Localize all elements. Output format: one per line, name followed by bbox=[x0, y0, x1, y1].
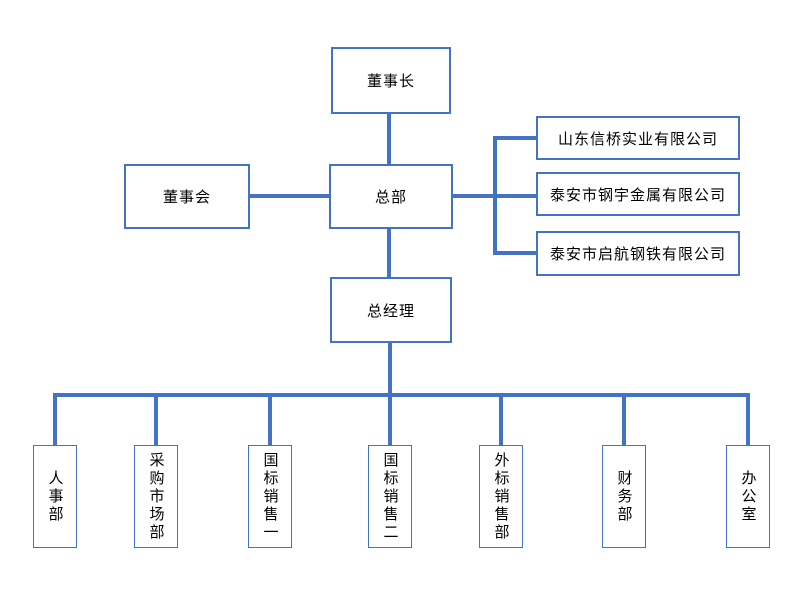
connector-departments-rail bbox=[53, 393, 750, 397]
node-dept-export-sales: 外标销售部 bbox=[479, 445, 523, 548]
node-subsidiary-2-label: 泰安市钢宇金属有限公司 bbox=[549, 186, 726, 204]
node-subsidiary-1: 山东信桥实业有限公司 bbox=[536, 116, 740, 160]
node-subsidiary-2: 泰安市钢宇金属有限公司 bbox=[536, 172, 740, 216]
node-dept-gb-sales-1: 国标销售一 bbox=[248, 445, 292, 548]
node-dept-purchasing-market-label: 采购市场部 bbox=[147, 451, 165, 542]
connector-chairman-headquarters bbox=[387, 114, 391, 166]
node-dept-hr-label: 人事部 bbox=[46, 469, 64, 524]
node-dept-gb-sales-2-label: 国标销售二 bbox=[381, 451, 399, 542]
connector-drop-dept-office bbox=[746, 393, 750, 445]
node-general-manager: 总经理 bbox=[330, 277, 452, 343]
node-dept-purchasing-market: 采购市场部 bbox=[134, 445, 178, 548]
node-subsidiary-1-label: 山东信桥实业有限公司 bbox=[557, 130, 718, 148]
connector-bracket-subsidiary-3 bbox=[495, 251, 536, 255]
node-dept-export-sales-label: 外标销售部 bbox=[492, 451, 510, 542]
node-dept-hr: 人事部 bbox=[33, 445, 77, 548]
connector-board-headquarters bbox=[250, 194, 331, 198]
node-headquarters-label: 总部 bbox=[374, 189, 407, 206]
node-chairman-label: 董事长 bbox=[366, 73, 415, 90]
node-dept-finance-label: 财务部 bbox=[615, 469, 633, 524]
node-general-manager-label: 总经理 bbox=[366, 302, 415, 320]
node-dept-gb-sales-2: 国标销售二 bbox=[368, 445, 412, 548]
connector-headquarters-general-manager bbox=[387, 229, 391, 279]
node-subsidiary-3-label: 泰安市启航钢铁有限公司 bbox=[549, 246, 726, 263]
node-dept-office-label: 办公室 bbox=[739, 469, 757, 524]
node-dept-gb-sales-1-label: 国标销售一 bbox=[261, 451, 279, 542]
node-dept-finance: 财务部 bbox=[602, 445, 646, 548]
node-chairman: 董事长 bbox=[331, 47, 451, 114]
connector-bracket-subsidiary-1 bbox=[495, 136, 536, 140]
connector-subsidiaries-bracket bbox=[493, 136, 497, 255]
node-dept-office: 办公室 bbox=[726, 445, 770, 548]
node-board-label: 董事会 bbox=[162, 189, 211, 206]
node-board: 董事会 bbox=[124, 164, 250, 229]
connector-drop-dept-hr bbox=[53, 393, 57, 445]
connector-drop-dept-gb-sales-1 bbox=[268, 393, 272, 445]
node-headquarters: 总部 bbox=[329, 164, 453, 229]
node-subsidiary-3: 泰安市启航钢铁有限公司 bbox=[536, 231, 740, 276]
connector-drop-dept-finance bbox=[622, 393, 626, 445]
connector-drop-dept-purchasing-market bbox=[154, 393, 158, 445]
connector-drop-dept-export-sales bbox=[499, 393, 503, 445]
